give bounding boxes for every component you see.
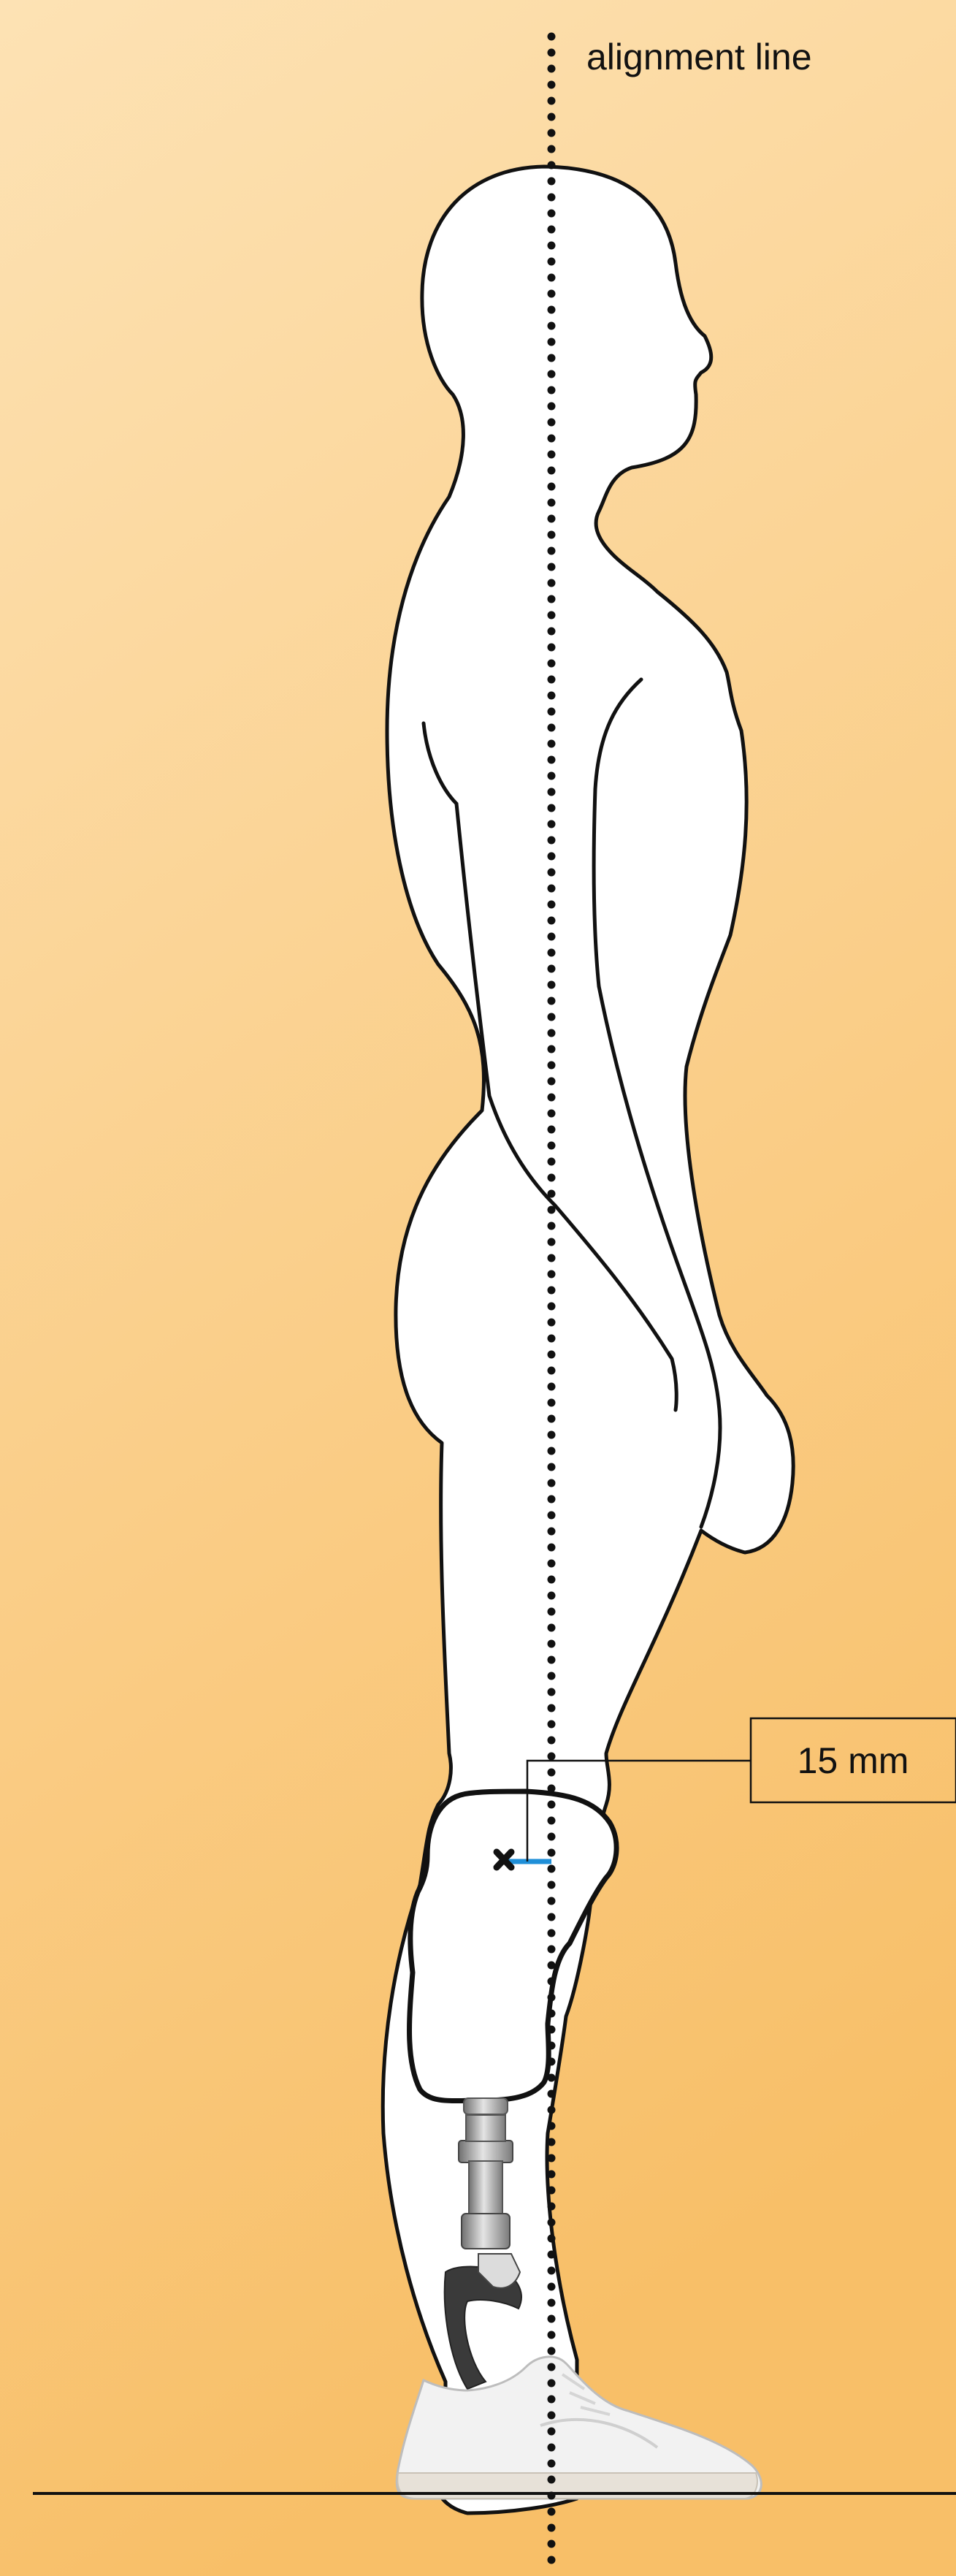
- pylon-clamp-upper: [459, 2141, 513, 2162]
- pylon-clamp-lower: [462, 2214, 510, 2249]
- offset-callout-label: 15 mm: [798, 1740, 909, 1781]
- pylon-adapter: [464, 2098, 508, 2114]
- alignment-line-label: alignment line: [586, 37, 812, 77]
- pylon-top-ring: [466, 2115, 505, 2141]
